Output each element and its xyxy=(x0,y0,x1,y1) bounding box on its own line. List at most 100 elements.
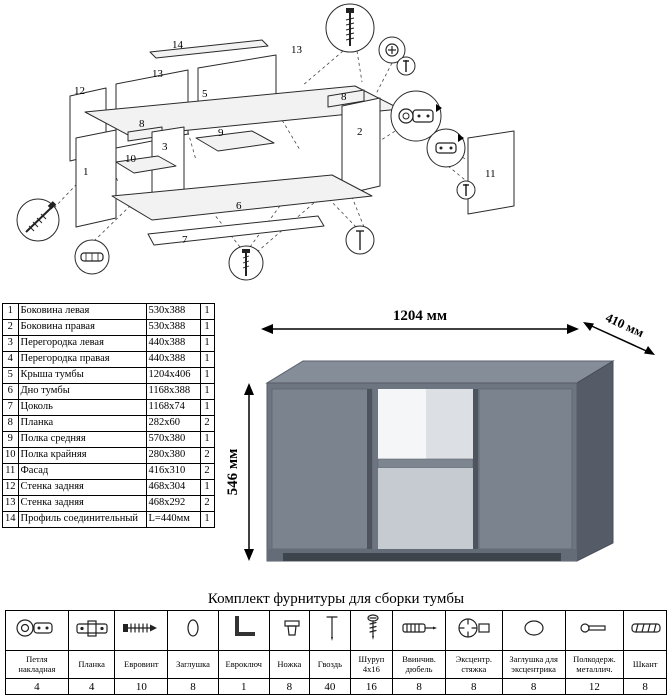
part-label: 1 xyxy=(83,166,89,178)
hardware-qty-row: 4 4 10 8 1 8 40 16 8 8 8 12 8 xyxy=(5,678,667,695)
part-label: 11 xyxy=(485,168,496,180)
cabinet-plinth xyxy=(282,553,561,561)
arrow-icon xyxy=(243,549,254,561)
panel-side-right-2 xyxy=(341,97,381,196)
arrow-icon xyxy=(436,104,442,112)
profile-14 xyxy=(149,39,269,59)
part-size: 440x388 xyxy=(145,335,201,352)
cam-lock-icon xyxy=(458,618,490,638)
hardware-qty: 8 xyxy=(392,678,446,695)
part-name: Планка xyxy=(17,415,147,432)
part-size: 530x388 xyxy=(145,319,201,336)
part-size: 468x304 xyxy=(145,479,201,496)
arrow-icon xyxy=(566,324,579,334)
part-number: 14 xyxy=(2,511,19,528)
part-qty: 1 xyxy=(199,383,215,400)
part-name: Дно тумбы xyxy=(17,383,147,400)
open-section-back-shade xyxy=(425,389,473,459)
part-size: 280x380 xyxy=(145,447,201,464)
arrow-icon xyxy=(243,383,254,395)
panel-bottom-6 xyxy=(111,174,373,221)
hardware-icon-cell xyxy=(5,610,69,651)
hardware-icon-cell xyxy=(623,610,667,651)
part-name: Цоколь xyxy=(17,399,147,416)
hardware-icons-row xyxy=(5,610,667,651)
left-door-handle-groove xyxy=(366,389,372,549)
hardware-title: Комплект фурнитуры для сборки тумбы xyxy=(207,591,465,607)
part-qty: 1 xyxy=(199,303,215,320)
hardware-icon-cell xyxy=(217,610,270,651)
part-name: Фасад xyxy=(17,463,147,480)
part-label: 8 xyxy=(139,118,145,130)
part-name: Профиль соединительный xyxy=(17,511,147,528)
part-name: Боковина левая xyxy=(17,303,147,320)
hardware-icon-cell xyxy=(268,610,311,651)
callout-screw-head xyxy=(378,36,406,64)
cabinet-right-door xyxy=(478,388,572,550)
assembled-render-svg: 1204 мм 410 мм 546 мм xyxy=(225,308,655,562)
hardware-name: Ввинчив. дюбель xyxy=(392,650,446,679)
part-label: 8 xyxy=(341,91,347,103)
callout-confirmat-bottom xyxy=(228,245,264,281)
part-number: 2 xyxy=(2,319,19,336)
open-section-back-light xyxy=(377,389,426,459)
part-qty: 1 xyxy=(199,399,215,416)
part-label: 13 xyxy=(291,44,303,56)
callout-hinge xyxy=(390,90,442,142)
hardware-table: Петля накладная Планка Евровинт Заглушка… xyxy=(5,610,667,695)
arrow-icon xyxy=(582,322,594,331)
part-size: 530x388 xyxy=(145,303,201,320)
exploded-diagram: 14 13 12 5 13 8 9 3 8 2 1 10 6 7 11 xyxy=(0,0,672,302)
part-qty: 1 xyxy=(199,351,215,368)
part-qty: 2 xyxy=(199,495,215,512)
hardware-icon-cell xyxy=(167,610,219,651)
part-number: 8 xyxy=(2,415,19,432)
arrow-icon xyxy=(458,134,464,142)
part-label: 13 xyxy=(152,68,164,80)
cap-icon xyxy=(187,619,199,637)
part-size: 1168x388 xyxy=(145,383,201,400)
part-number: 3 xyxy=(2,335,19,352)
callout-connector-screw xyxy=(325,3,375,53)
hardware-name: Петля накладная xyxy=(5,650,69,679)
part-size: L=440мм xyxy=(145,511,201,528)
arrow-icon xyxy=(260,324,273,334)
hardware-name: Эксцентр. стяжка xyxy=(444,650,503,679)
open-section-lower xyxy=(377,468,473,549)
part-name: Стенка задняя xyxy=(17,479,147,496)
hardware-icon-cell xyxy=(444,610,503,651)
part-size: 1204x406 xyxy=(145,367,201,384)
confirmat-screw-icon xyxy=(123,623,158,633)
part-label: 10 xyxy=(125,153,137,165)
height-label: 546 мм xyxy=(225,449,241,496)
part-number: 13 xyxy=(2,495,19,512)
foot-icon xyxy=(283,620,300,636)
exploded-diagram-svg: 14 13 12 5 13 8 9 3 8 2 1 10 6 7 11 xyxy=(16,3,515,281)
hardware-name: Полкодерж. металлич. xyxy=(564,650,625,679)
nail-icon xyxy=(326,616,338,641)
hardware-qty: 8 xyxy=(167,678,219,695)
callout-hinge-plate xyxy=(426,128,466,168)
hex-key-icon xyxy=(234,616,255,636)
depth-label: 410 мм xyxy=(603,310,646,340)
part-size: 440x388 xyxy=(145,351,201,368)
part-name: Крыша тумбы xyxy=(17,367,147,384)
cam-cap-icon xyxy=(524,620,544,636)
part-qty: 2 xyxy=(199,415,215,432)
shelf-9 xyxy=(195,130,275,152)
hardware-name: Гвоздь xyxy=(309,650,351,679)
hardware-name: Ножка xyxy=(268,650,311,679)
part-label: 2 xyxy=(357,126,363,138)
callout-nail xyxy=(345,225,375,255)
part-number: 12 xyxy=(2,479,19,496)
